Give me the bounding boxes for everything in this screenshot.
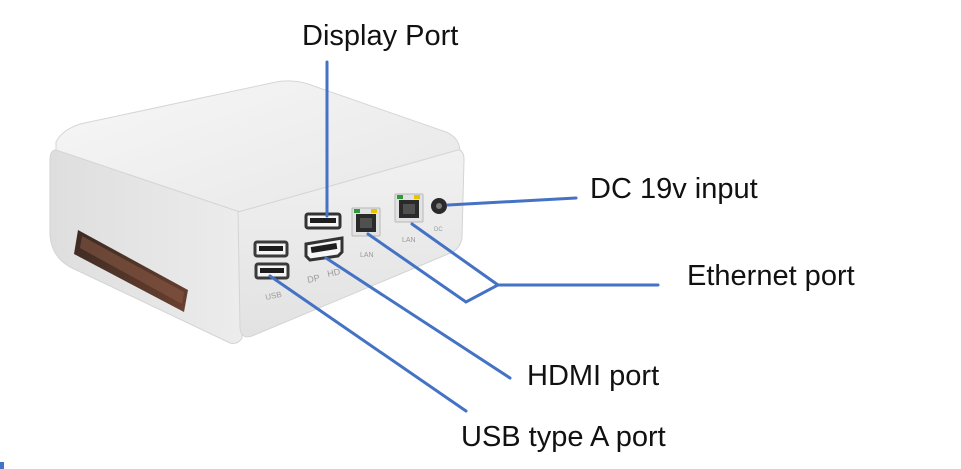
hdmi-port-connector: HD	[304, 236, 344, 279]
lan-left-marking: LAN	[360, 252, 374, 259]
lan-right-led-yellow	[414, 195, 420, 199]
lan-left-led-green	[354, 209, 360, 213]
ethernet-port-right: LAN	[394, 193, 424, 244]
dc-input-leader	[446, 196, 578, 207]
side-vent-inner	[80, 236, 184, 304]
lan-left-led-yellow	[371, 209, 377, 213]
mini-pc-device: USB DP HD LAN	[49, 80, 465, 344]
ethernet-leader	[366, 222, 501, 304]
usb-port-label: USB type A port	[461, 421, 666, 453]
dp-marking: DP	[306, 273, 320, 285]
device-left-face	[49, 149, 243, 344]
lan-right-marking: LAN	[402, 237, 416, 244]
display-port-connector: DP	[304, 212, 342, 285]
dc-marking: DC	[434, 227, 443, 233]
usb-leader	[268, 274, 468, 413]
lan-right-led-green	[397, 195, 403, 199]
corner-mark	[0, 462, 4, 469]
hdmi-port-label: HDMI port	[527, 360, 660, 392]
dc-jack: DC	[431, 198, 447, 233]
ethernet-port-label: Ethernet port	[687, 260, 855, 292]
hd-marking: HD	[326, 266, 341, 279]
usb-marking: USB	[265, 290, 283, 302]
dc-input-label: DC 19v input	[590, 173, 758, 205]
hdmi-leader	[324, 256, 512, 380]
ethernet-port-left: LAN	[351, 207, 381, 259]
display-port-label: Display Port	[302, 20, 459, 52]
usb-ports: USB	[253, 240, 290, 302]
leader-lines	[268, 60, 660, 413]
